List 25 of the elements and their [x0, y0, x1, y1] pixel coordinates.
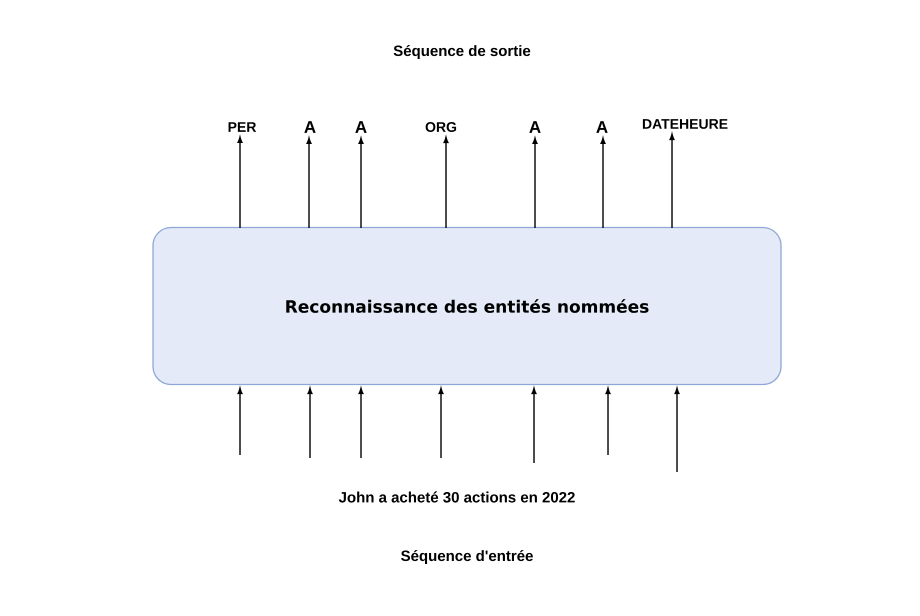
arrow	[443, 136, 449, 228]
tag-label: A	[596, 121, 608, 133]
heading: Séquence de sortie	[394, 44, 530, 60]
tag-label: A	[355, 121, 367, 133]
arrow	[605, 388, 611, 455]
arrow	[600, 138, 606, 228]
arrow	[307, 388, 313, 458]
arrow	[438, 388, 444, 458]
arrow	[306, 138, 312, 228]
arrow	[532, 138, 538, 228]
arrow	[237, 388, 243, 455]
tag-label: DATEHEURE	[642, 119, 728, 129]
tag-label: A	[529, 121, 541, 133]
arrow	[531, 388, 537, 463]
arrow	[669, 134, 675, 228]
arrow	[358, 138, 364, 228]
process-box: Reconnaissance des entités nommées	[152, 226, 782, 386]
arrow	[358, 388, 364, 458]
tag-label: PER	[228, 122, 256, 132]
input-sentence: John a acheté 30 actions en 2022	[338, 491, 575, 503]
arrow	[237, 136, 243, 228]
section-label: Séquence d'entrée	[401, 550, 533, 564]
tag-label: A	[304, 121, 316, 133]
arrow	[674, 388, 680, 472]
tag-label: ORG	[426, 122, 456, 132]
